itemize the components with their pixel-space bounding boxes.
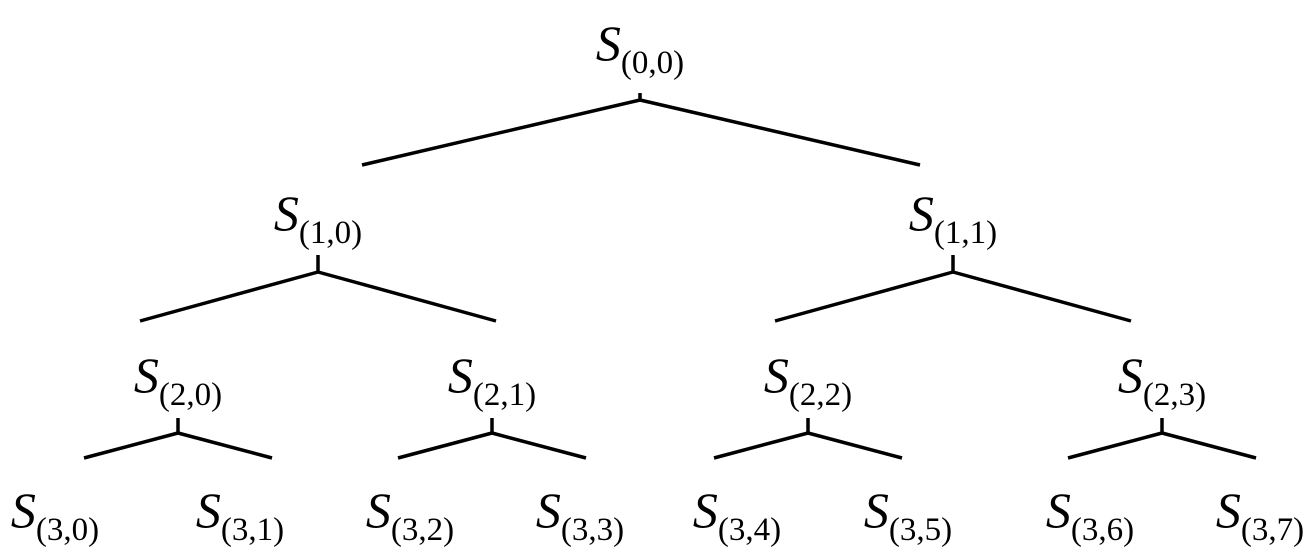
node-subscript: (0,0) (621, 45, 684, 81)
tree-node-label: S(3,3) (536, 482, 624, 548)
tree-node-label: S(2,2) (764, 347, 852, 413)
tree-node-label: S(3,6) (1046, 482, 1134, 548)
node-subscript: (2,3) (1143, 377, 1206, 413)
node-subscript: (3,0) (36, 512, 99, 548)
node-symbol: S (909, 185, 934, 241)
tree-edge-left (774, 270, 954, 323)
node-symbol: S (693, 482, 718, 538)
tree-edge-right (177, 431, 273, 460)
tree-node-label: S(3,0) (11, 482, 99, 548)
tree-edge-left (1067, 431, 1163, 460)
tree-node-label: S(0,0) (596, 15, 684, 81)
tree-node-label: S(3,5) (864, 482, 952, 548)
node-symbol: S (1216, 482, 1241, 538)
node-symbol: S (366, 482, 391, 538)
tree-node-label: S(3,1) (196, 482, 284, 548)
node-subscript: (3,6) (1071, 512, 1134, 548)
tree-node-label: S(1,0) (274, 185, 362, 251)
tree-node-label: S(3,2) (366, 482, 454, 548)
node-symbol: S (11, 482, 36, 538)
node-subscript: (3,3) (561, 512, 624, 548)
tree-edge-right (317, 270, 497, 323)
tree-edge-left (361, 98, 641, 167)
tree-edge-right (1161, 431, 1257, 460)
tree-edge-left (713, 431, 809, 460)
node-symbol: S (448, 347, 473, 403)
tree-node-label: S(3,7) (1216, 482, 1304, 548)
tree-node-label: S(1,1) (909, 185, 997, 251)
node-symbol: S (196, 482, 221, 538)
node-symbol: S (764, 347, 789, 403)
tree-node-label: S(3,4) (693, 482, 781, 548)
tree-node-label: S(2,1) (448, 347, 536, 413)
node-subscript: (1,1) (934, 215, 997, 251)
node-symbol: S (1118, 347, 1143, 403)
node-subscript: (2,2) (789, 377, 852, 413)
node-subscript: (3,5) (889, 512, 952, 548)
tree-edge-right (807, 431, 903, 460)
node-subscript: (3,7) (1241, 512, 1304, 548)
tree-edge-right (639, 98, 921, 167)
node-subscript: (3,4) (718, 512, 781, 548)
tree-edge-right (491, 431, 587, 460)
tree-node-label: S(2,0) (134, 347, 222, 413)
node-subscript: (3,2) (391, 512, 454, 548)
node-symbol: S (274, 185, 299, 241)
node-subscript: (1,0) (299, 215, 362, 251)
node-symbol: S (134, 347, 159, 403)
node-symbol: S (536, 482, 561, 538)
tree-edge-right (952, 270, 1132, 323)
node-symbol: S (596, 15, 621, 71)
node-symbol: S (864, 482, 889, 538)
tree-node-label: S(2,3) (1118, 347, 1206, 413)
tree-edge-left (139, 270, 319, 323)
node-subscript: (2,1) (473, 377, 536, 413)
node-subscript: (2,0) (159, 377, 222, 413)
node-symbol: S (1046, 482, 1071, 538)
tree-edge-left (83, 431, 179, 460)
node-subscript: (3,1) (221, 512, 284, 548)
tree-edge-left (397, 431, 493, 460)
